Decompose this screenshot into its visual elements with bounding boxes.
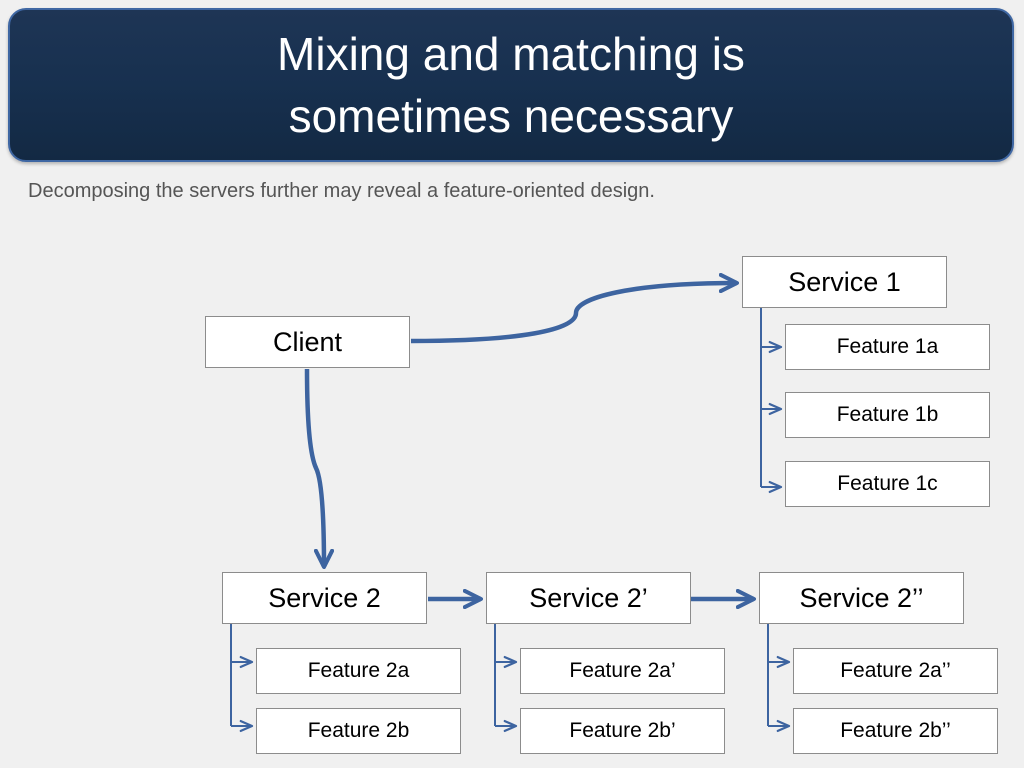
feature-2a-prime-box: Feature 2a’ (520, 648, 725, 694)
title-banner: Mixing and matching is sometimes necessa… (8, 8, 1014, 162)
feature-2b-double-prime-box: Feature 2b’’ (793, 708, 998, 754)
connector-client-service-1 (410, 272, 740, 344)
slide-title-line-1: Mixing and matching is (277, 28, 745, 80)
slide-title: Mixing and matching is sometimes necessa… (277, 23, 745, 147)
client-box: Client (205, 316, 410, 368)
feature-2a-box: Feature 2a (256, 648, 461, 694)
service-2-prime-box: Service 2’ (486, 572, 691, 624)
feature-1b-box: Feature 1b (785, 392, 990, 438)
service-1-box: Service 1 (742, 256, 947, 308)
service-2-box: Service 2 (222, 572, 427, 624)
feature-1a-box: Feature 1a (785, 324, 990, 370)
service-2-double-prime-box: Service 2’’ (759, 572, 964, 624)
slide-title-line-2: sometimes necessary (288, 90, 734, 142)
feature-2b-box: Feature 2b (256, 708, 461, 754)
feature-2a-double-prime-box: Feature 2a’’ (793, 648, 998, 694)
connector-client-service-2 (304, 368, 335, 570)
feature-2b-prime-box: Feature 2b’ (520, 708, 725, 754)
feature-1c-box: Feature 1c (785, 461, 990, 507)
slide-subtitle: Decomposing the servers further may reve… (28, 180, 655, 202)
